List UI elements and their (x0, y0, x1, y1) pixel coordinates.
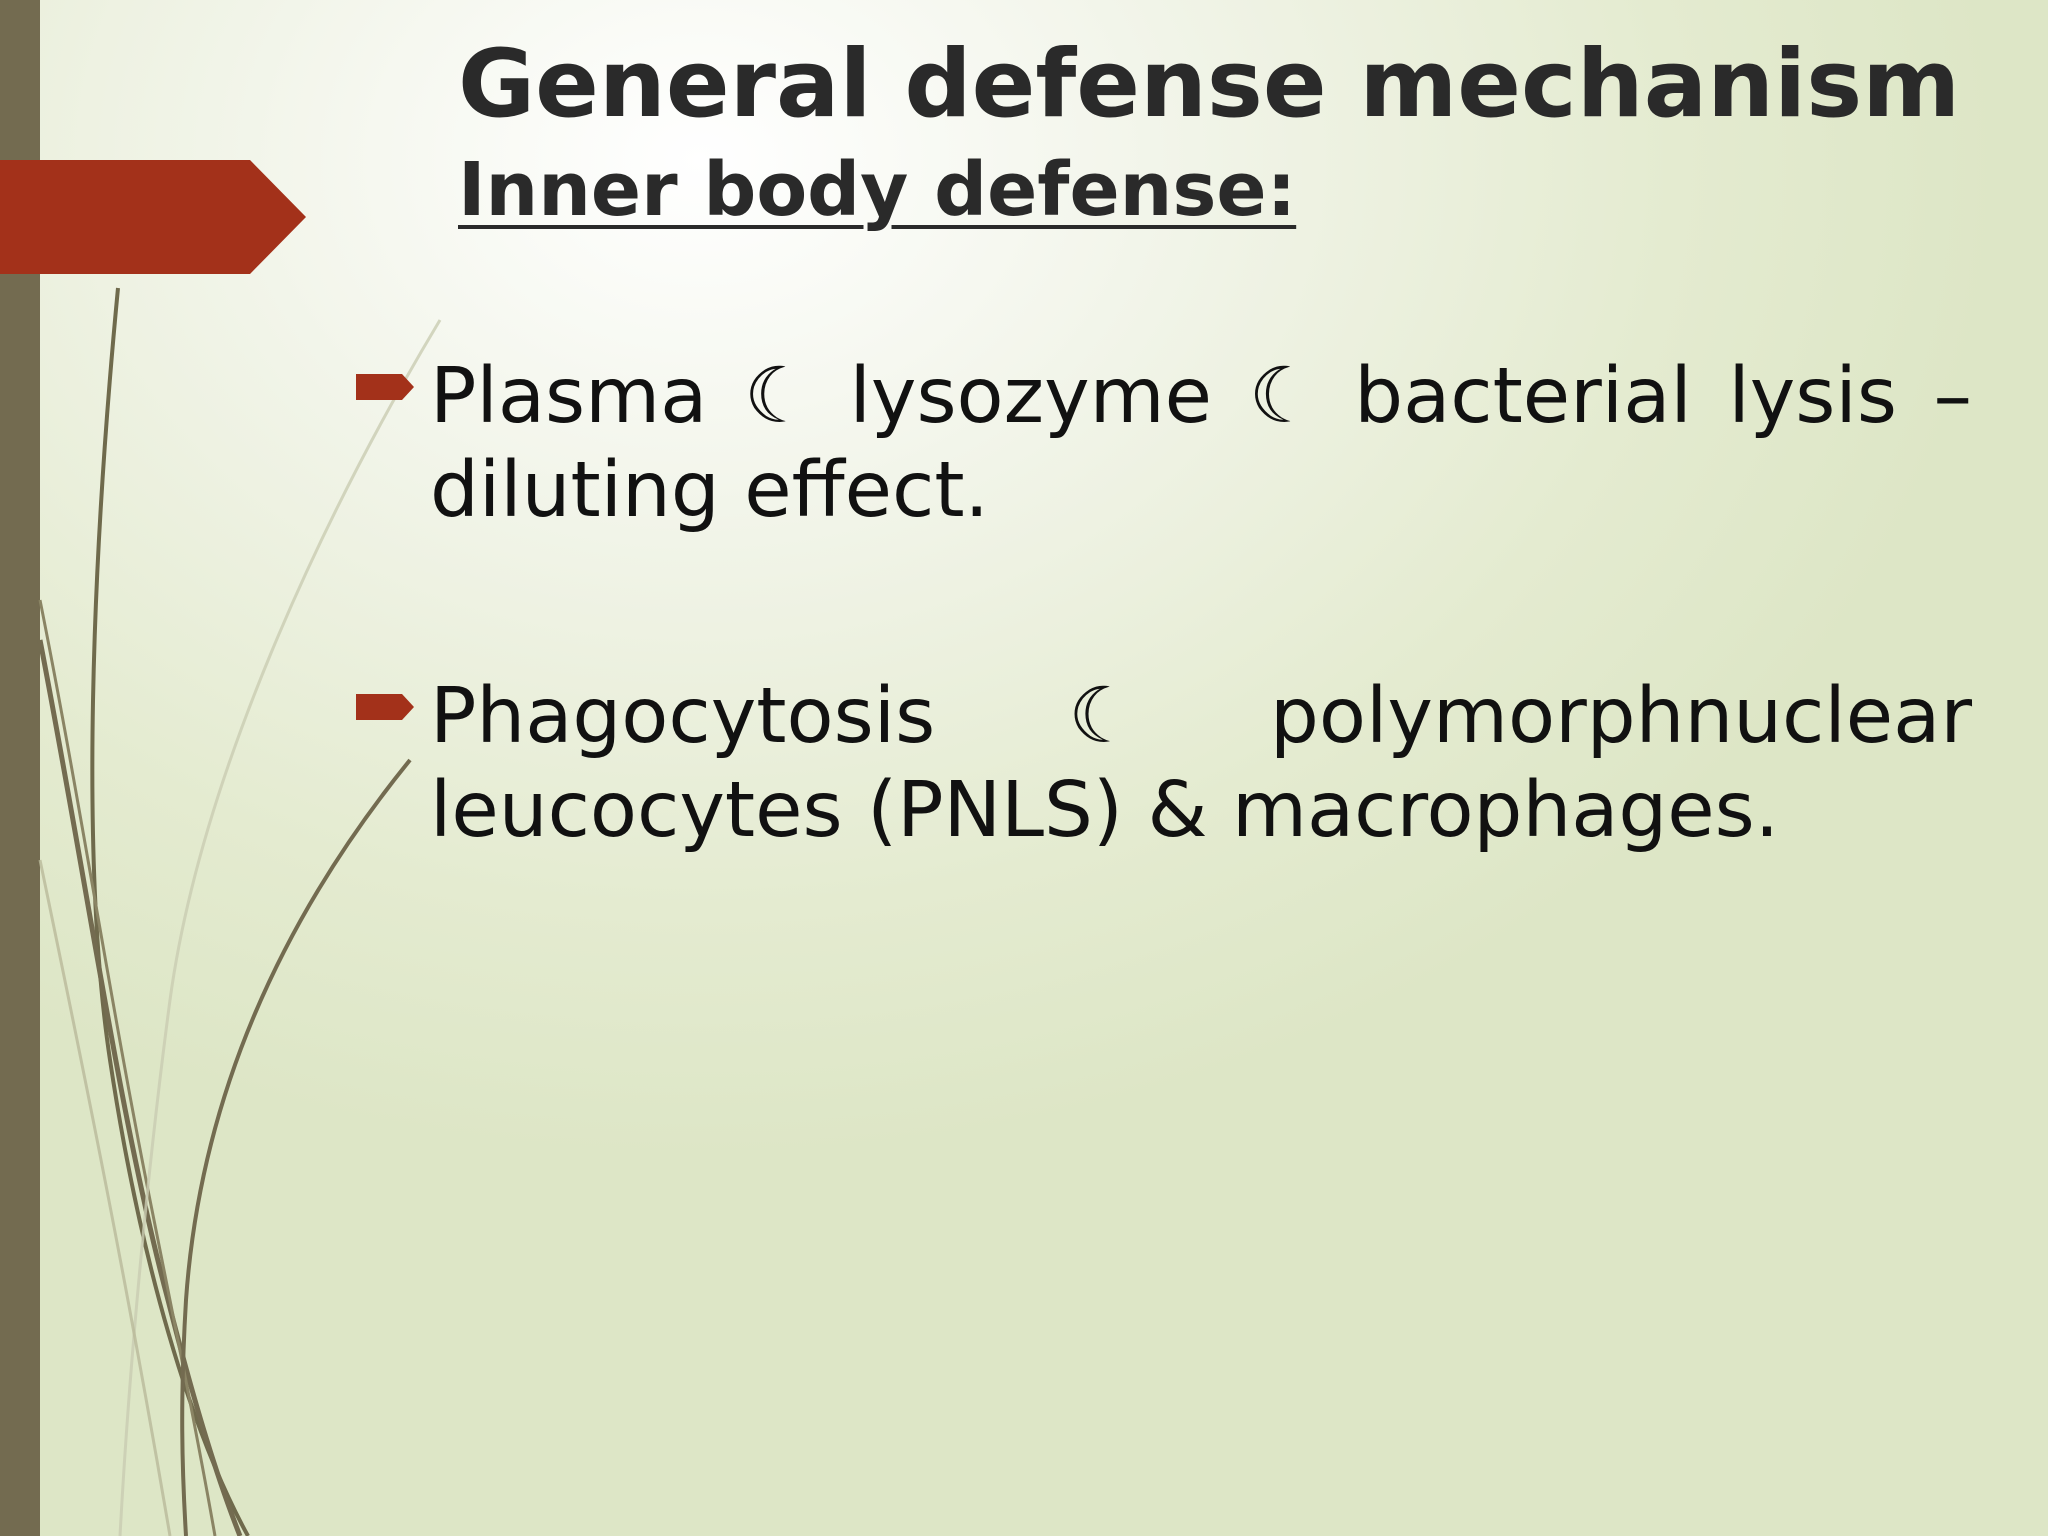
bullet-item: Plasma ☾ lysozyme ☾ bacterial lysis – di… (356, 350, 1972, 538)
bullet-text: Phagocytosis ☾ polymorphnuclear leucocyt… (430, 672, 1972, 855)
bullet-text: Plasma ☾ lysozyme ☾ bacterial lysis – di… (430, 352, 1972, 535)
slide-subtitle: Inner body defense: (458, 147, 1297, 233)
bullet-arrow-icon (356, 374, 414, 400)
title-arrow-tab (0, 160, 306, 274)
slide-title: General defense mechanism (458, 30, 1961, 139)
bullet-item: Phagocytosis ☾ polymorphnuclear leucocyt… (356, 670, 1972, 858)
bullet-arrow-icon (356, 694, 414, 720)
bullet-list: Plasma ☾ lysozyme ☾ bacterial lysis – di… (356, 350, 1972, 990)
